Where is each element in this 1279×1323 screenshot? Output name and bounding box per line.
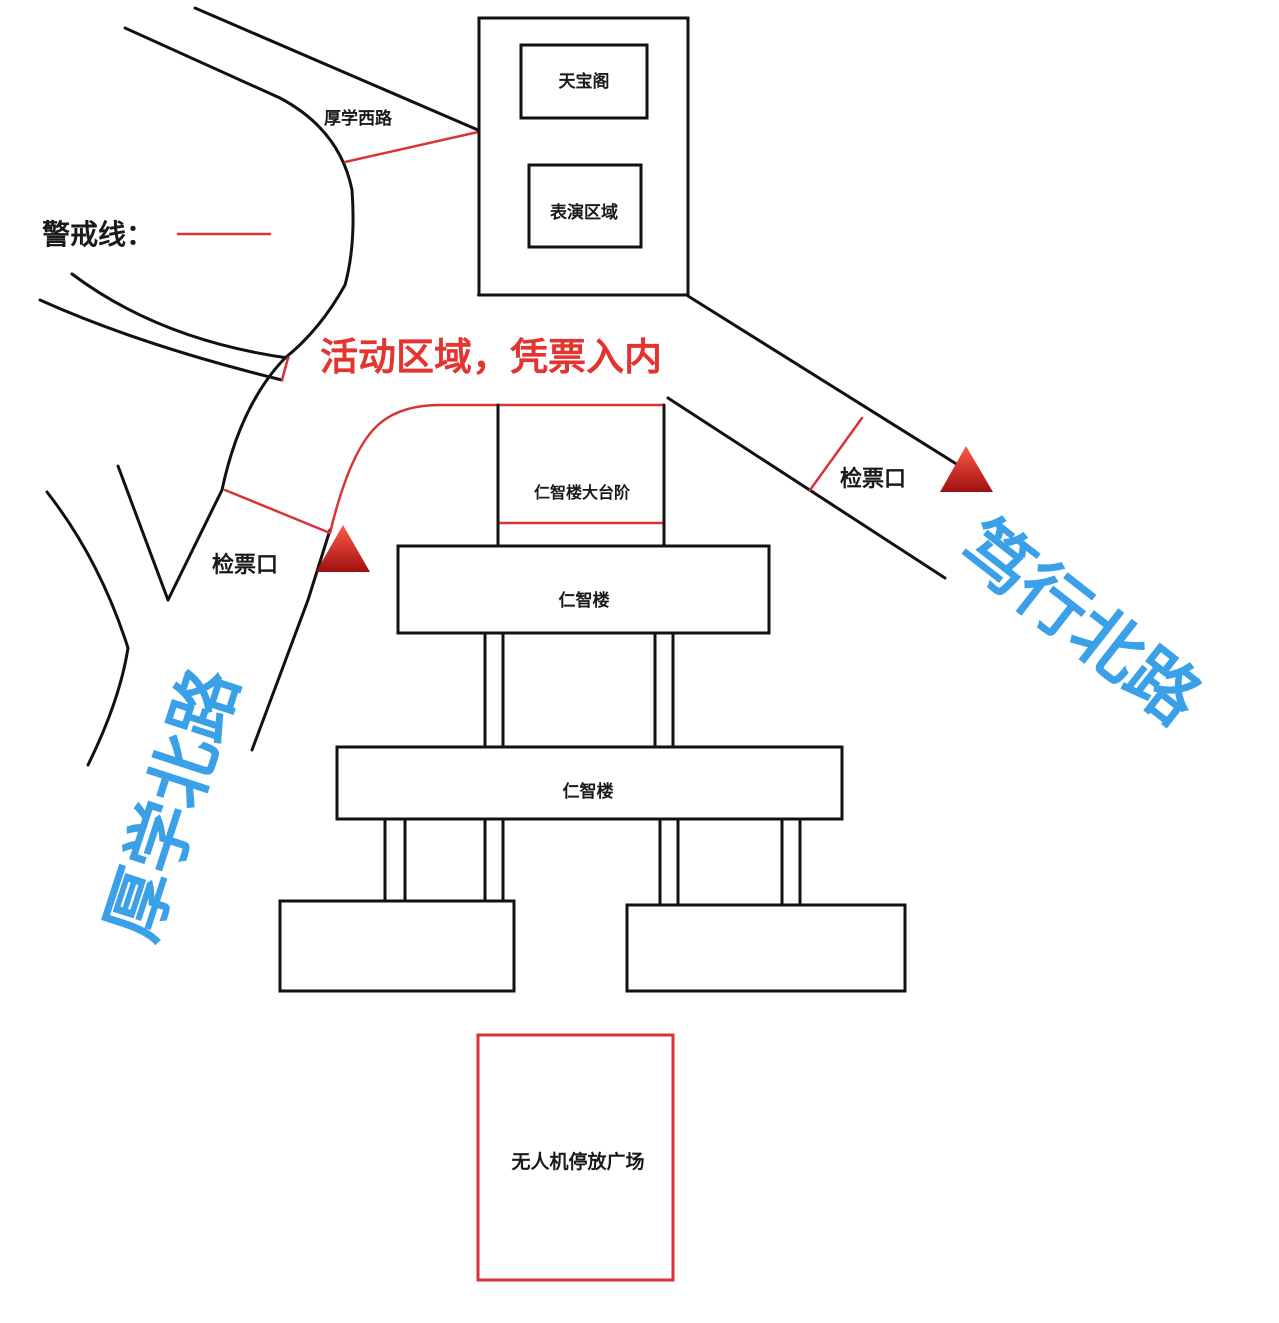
road-label-duxing-north: 笃行北路 — [945, 504, 1217, 742]
renzhi-steps-label: 仁智楼大台阶 — [534, 483, 631, 502]
renzhi-lower-label: 仁智楼 — [563, 781, 614, 802]
renzhi-lower-box — [335, 745, 844, 821]
connector-left — [483, 631, 505, 749]
checkpoint-east-triangle-icon — [940, 446, 993, 492]
tianbaoge-label: 天宝阁 — [559, 71, 610, 92]
performance-area-label: 表演区域 — [550, 202, 618, 223]
legend-label: 警戒线： — [42, 218, 154, 251]
road-label-houxue-west: 厚学西路 — [324, 108, 393, 129]
drone-plaza-label: 无人机停放广场 — [511, 1150, 644, 1173]
checkpoint-west-triangle-icon — [316, 525, 370, 572]
tianbaoge-box — [519, 43, 649, 120]
connector-3 — [658, 817, 680, 907]
wing-left-box — [278, 899, 516, 993]
checkpoint-east-label: 检票口 — [840, 466, 906, 492]
road-lines — [38, 6, 984, 767]
renzhi-upper-box — [396, 544, 771, 635]
activity-area-banner: 活动区域，凭票入内 — [320, 335, 662, 379]
renzhi-steps-outline — [496, 403, 666, 547]
drone-plaza-box — [476, 1033, 675, 1282]
connector-right — [653, 631, 675, 749]
connector-4 — [780, 817, 802, 907]
checkpoint-west-label: 检票口 — [212, 552, 278, 578]
renzhi-upper-label: 仁智楼 — [559, 590, 610, 611]
connector-1 — [383, 817, 407, 903]
performance-area-box — [527, 163, 643, 249]
wing-right-box — [625, 903, 907, 993]
connector-2 — [483, 817, 505, 903]
